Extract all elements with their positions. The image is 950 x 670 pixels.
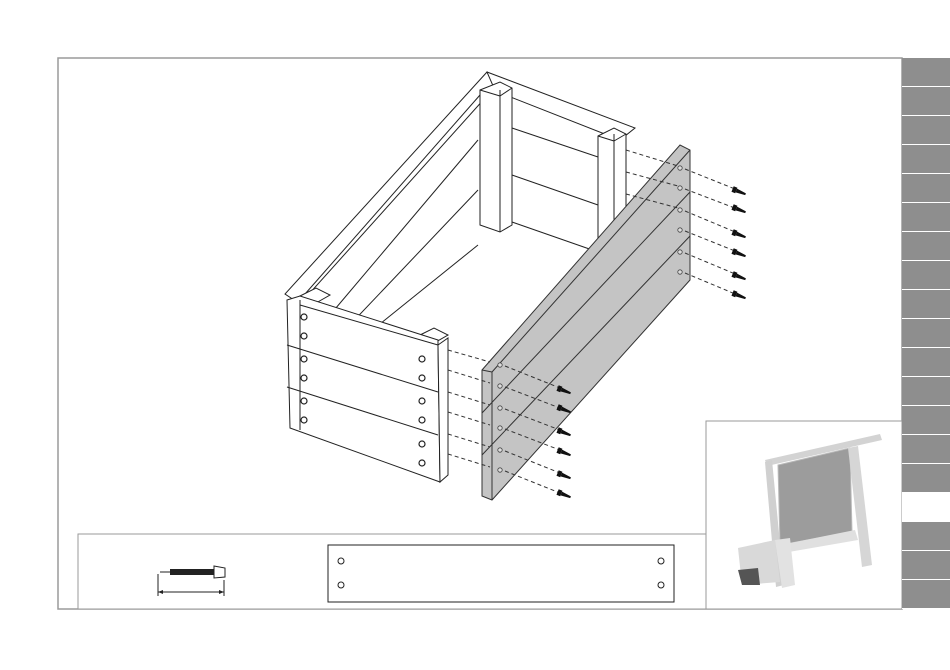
step-tab[interactable] [902, 319, 950, 348]
parts-legend [78, 534, 706, 609]
preview-thumbnail [706, 421, 902, 609]
step-tab[interactable] [902, 87, 950, 116]
step-tab[interactable] [902, 551, 950, 580]
step-tab[interactable] [902, 58, 950, 87]
step-tab[interactable] [902, 522, 950, 551]
step-tab[interactable] [902, 145, 950, 174]
step-tab[interactable] [902, 232, 950, 261]
step-tab[interactable] [902, 174, 950, 203]
step-tab[interactable] [902, 116, 950, 145]
board-part-icon [328, 545, 674, 602]
step-tab-strip [902, 58, 950, 609]
step-tab[interactable] [902, 261, 950, 290]
step-tab[interactable] [902, 348, 950, 377]
step-tab[interactable] [902, 493, 950, 522]
step-tab[interactable] [902, 377, 950, 406]
step-tab[interactable] [902, 290, 950, 319]
back-left-post [480, 82, 512, 232]
step-tab[interactable] [902, 435, 950, 464]
step-tab[interactable] [902, 464, 950, 493]
side-panel [482, 145, 690, 500]
step-tab[interactable] [902, 580, 950, 609]
left-rim [285, 72, 494, 304]
step-tab[interactable] [902, 406, 950, 435]
step-tab[interactable] [902, 203, 950, 232]
